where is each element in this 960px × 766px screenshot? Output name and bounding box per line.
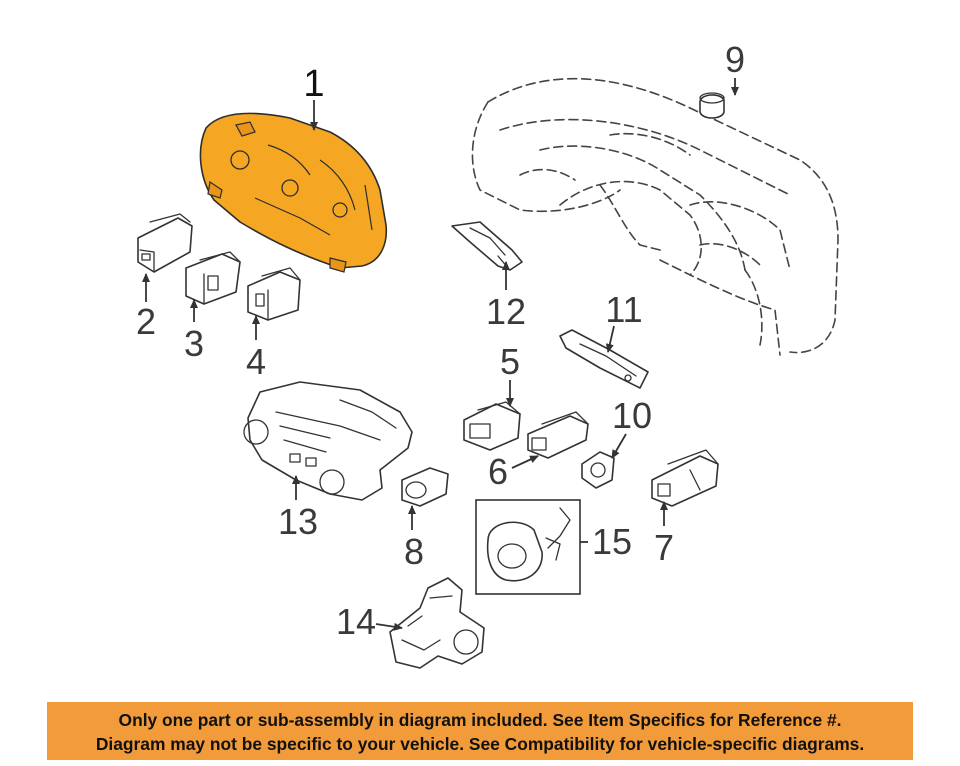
notice-line-1: Only one part or sub-assembly in diagram… [118,710,842,730]
part-8-connector [401,467,449,507]
callout-2: 2 [136,301,156,342]
part-11-bracket [559,329,649,389]
part-3-switch [185,251,241,305]
callout-12: 12 [486,291,526,332]
callout-8: 8 [404,531,424,572]
leader-lines [142,78,739,631]
callout-13: 13 [278,501,318,542]
callout-11: 11 [605,289,642,330]
part-6-switch [527,411,589,459]
part-10-sensor [581,451,615,489]
part-7-switch [651,449,719,507]
callout-1: 1 [303,63,324,105]
part-5-switch [463,401,521,451]
notice-banner: Only one part or sub-assembly in diagram… [47,702,913,760]
callout-7: 7 [654,527,674,568]
callout-14: 14 [336,601,376,642]
callout-4: 4 [246,341,266,382]
callout-10: 10 [612,395,652,436]
part-2-switch [137,213,193,273]
part-4-switch [247,267,301,321]
callout-15: 15 [592,521,632,562]
part-15-lock-assembly [475,499,581,595]
callout-6: 6 [488,451,508,492]
callout-3: 3 [184,323,204,364]
callout-5: 5 [500,341,520,382]
part-1-instrument-cluster [199,112,388,273]
part-13-climate-control [243,381,413,501]
part-12-trim [451,221,523,271]
dashboard-outline [471,77,839,356]
callout-labels: 1 2 3 4 5 6 7 8 9 10 11 12 13 14 15 [136,39,745,642]
part-9-knob [699,92,725,119]
callout-9: 9 [725,39,745,80]
notice-line-2: Diagram may not be specific to your vehi… [95,734,865,754]
part-14-column-assembly [389,577,485,669]
